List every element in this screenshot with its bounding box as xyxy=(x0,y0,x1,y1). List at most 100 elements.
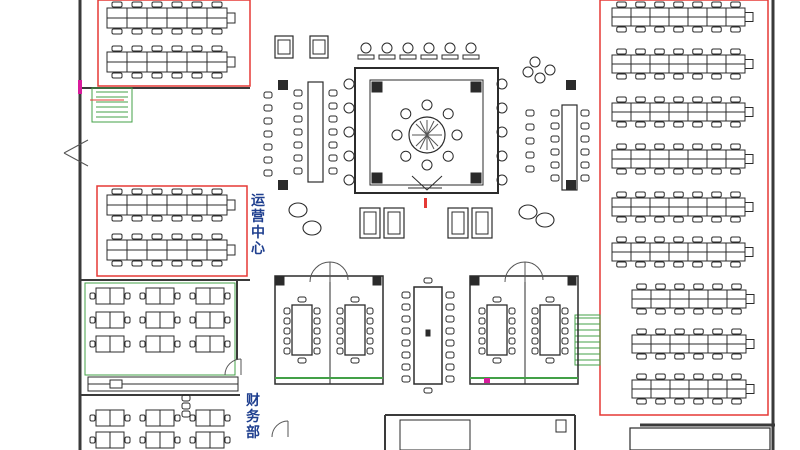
chair xyxy=(561,307,569,315)
chair xyxy=(211,215,223,222)
chair xyxy=(171,233,183,240)
central-meeting-room xyxy=(354,67,499,208)
chair xyxy=(635,143,646,150)
chair xyxy=(616,48,627,55)
chair xyxy=(171,260,183,267)
desk xyxy=(209,287,225,305)
chair xyxy=(263,130,273,138)
chair xyxy=(550,109,560,117)
meeting-table xyxy=(486,304,508,356)
armchair xyxy=(309,35,329,59)
chair xyxy=(191,1,203,8)
chair xyxy=(508,337,516,345)
chair xyxy=(711,73,722,80)
desk xyxy=(109,335,125,353)
chair xyxy=(401,327,411,335)
chair xyxy=(444,42,456,54)
chair xyxy=(550,161,560,169)
chair xyxy=(655,373,666,380)
chair xyxy=(561,347,569,355)
chair xyxy=(692,143,703,150)
chair xyxy=(731,373,742,380)
chair xyxy=(674,308,685,315)
chair xyxy=(423,387,433,394)
armchair-seat xyxy=(312,39,326,55)
chair xyxy=(139,340,146,348)
chair xyxy=(693,283,704,290)
chair xyxy=(366,317,374,325)
chair xyxy=(445,303,455,311)
chair xyxy=(711,216,722,223)
desk-cluster xyxy=(611,191,754,223)
chair xyxy=(636,353,647,360)
chair xyxy=(692,261,703,268)
chair xyxy=(451,129,463,141)
chair xyxy=(616,216,627,223)
chair xyxy=(139,316,146,324)
chair xyxy=(692,168,703,175)
chair xyxy=(423,277,433,284)
chair xyxy=(525,109,535,117)
chair xyxy=(151,45,163,52)
chair xyxy=(151,260,163,267)
desk xyxy=(744,59,754,69)
chair xyxy=(616,96,627,103)
chair xyxy=(283,337,291,345)
desk xyxy=(744,154,754,164)
chair xyxy=(131,215,143,222)
chair xyxy=(350,296,360,303)
chair xyxy=(445,339,455,347)
chair xyxy=(616,1,627,8)
chair xyxy=(336,307,344,315)
chair xyxy=(711,96,722,103)
chair xyxy=(181,394,191,402)
desk-cluster xyxy=(631,373,755,405)
chair xyxy=(550,148,560,156)
chair xyxy=(111,72,123,79)
chair xyxy=(174,340,181,348)
chair xyxy=(531,327,539,335)
stool xyxy=(544,64,556,76)
chair xyxy=(730,73,741,80)
chair xyxy=(550,122,560,130)
chair xyxy=(191,45,203,52)
desk xyxy=(159,409,175,427)
chair xyxy=(730,191,741,198)
chair xyxy=(151,233,163,240)
chair xyxy=(189,414,196,422)
door-swing-icon xyxy=(63,139,544,438)
chair xyxy=(366,337,374,345)
chair xyxy=(189,292,196,300)
chair xyxy=(635,216,646,223)
chair xyxy=(313,327,321,335)
chair xyxy=(636,373,647,380)
chair xyxy=(673,96,684,103)
chair xyxy=(492,357,502,364)
chair xyxy=(124,436,131,444)
chair xyxy=(525,165,535,173)
chair xyxy=(401,339,411,347)
chair xyxy=(550,174,560,182)
chair xyxy=(263,143,273,151)
chair xyxy=(191,188,203,195)
chair xyxy=(401,291,411,299)
chair xyxy=(350,357,360,364)
chair xyxy=(654,216,665,223)
chair xyxy=(139,292,146,300)
chair xyxy=(191,260,203,267)
chair xyxy=(654,236,665,243)
zone-top-left xyxy=(97,0,251,87)
desk xyxy=(159,431,175,449)
finance-dept-label: 财务部 xyxy=(246,393,260,441)
chair xyxy=(711,236,722,243)
operations-center-label: 运营中心 xyxy=(251,193,265,257)
desk xyxy=(109,287,125,305)
chair xyxy=(636,308,647,315)
sofa xyxy=(359,207,381,239)
desk xyxy=(745,384,755,394)
meeting-room-right xyxy=(469,275,579,385)
chair xyxy=(366,307,374,315)
chair xyxy=(151,188,163,195)
chair xyxy=(89,414,96,422)
